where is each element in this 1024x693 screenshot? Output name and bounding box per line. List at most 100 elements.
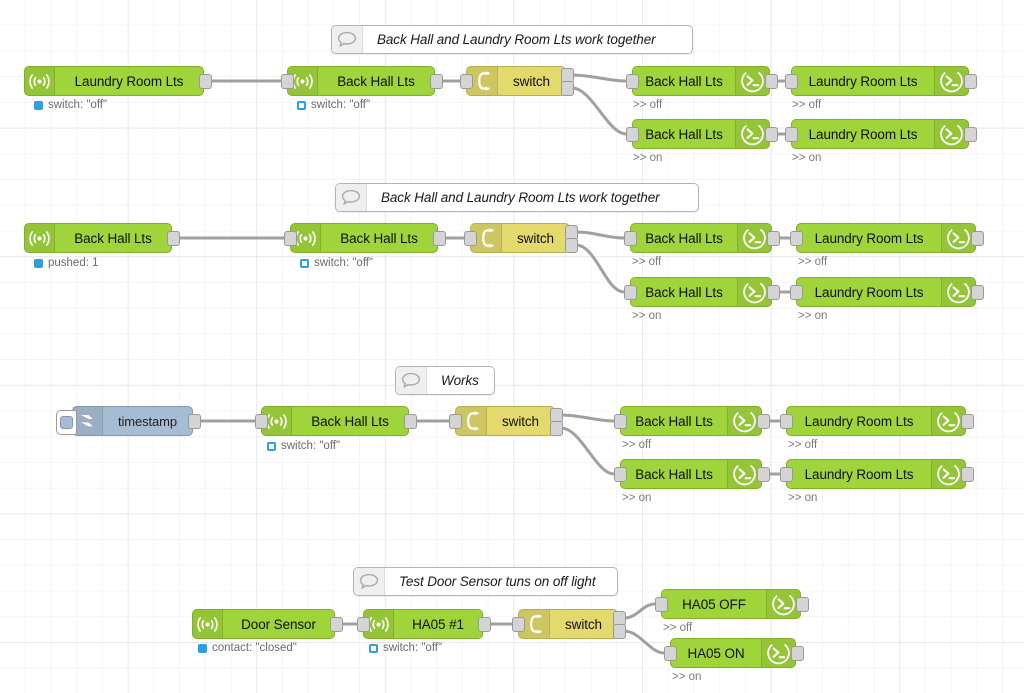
node-output-port[interactable] [791, 646, 804, 661]
node-switch-n17[interactable]: switch [455, 406, 555, 436]
node-output-port[interactable] [765, 127, 778, 142]
wire[interactable] [570, 86, 628, 136]
node-status-s6: contact: "closed" [198, 642, 297, 654]
node-input-port[interactable] [785, 127, 798, 142]
node-output-port[interactable] [767, 285, 780, 300]
terminal-icon [741, 122, 764, 146]
node-output-port[interactable] [757, 467, 770, 482]
wire[interactable] [559, 413, 616, 423]
node-exec-n7[interactable]: Laundry Room Lts [791, 119, 969, 149]
node-input-port[interactable] [790, 231, 803, 246]
terminal-icon [741, 69, 764, 93]
inject-button-icon[interactable] [56, 410, 77, 435]
comment-node-c3[interactable]: Works [395, 366, 495, 395]
wire[interactable] [574, 243, 626, 294]
node-output-port[interactable] [961, 467, 974, 482]
node-input-port[interactable] [614, 414, 627, 429]
wire[interactable] [570, 73, 628, 83]
node-output-port[interactable] [796, 597, 809, 612]
node-green-n2[interactable]: Back Hall Lts [287, 66, 435, 96]
node-label: HA05 OFF [682, 596, 746, 612]
node-inject-n15[interactable]: timestamp [56, 406, 193, 436]
node-input-port[interactable] [464, 231, 477, 246]
node-exec-n5[interactable]: Laundry Room Lts [791, 66, 969, 96]
node-exec-n11[interactable]: Back Hall Lts [630, 223, 772, 253]
node-output-port[interactable] [765, 74, 778, 89]
node-exec-n6[interactable]: Back Hall Lts [632, 119, 770, 149]
wire[interactable] [622, 629, 666, 655]
node-label: switch [565, 616, 602, 632]
wire[interactable] [574, 230, 626, 240]
node-output-port-2[interactable] [561, 81, 574, 96]
node-exec-n19[interactable]: Laundry Room Lts [786, 406, 966, 436]
node-output-port[interactable] [961, 414, 974, 429]
node-input-port[interactable] [281, 74, 294, 89]
node-output-port[interactable] [433, 231, 446, 246]
node-output-port-2[interactable] [550, 421, 563, 436]
node-output-port[interactable] [478, 617, 491, 632]
comment-node-c4[interactable]: Test Door Sensor tuns on off light [353, 567, 618, 596]
node-output-port[interactable] [188, 414, 201, 429]
port-label-p4: >> on [792, 152, 822, 164]
node-output-port[interactable] [971, 231, 984, 246]
switch-icon [477, 71, 490, 91]
node-exec-n4[interactable]: Back Hall Lts [632, 66, 770, 96]
node-input-port[interactable] [626, 74, 639, 89]
node-output-port[interactable] [404, 414, 417, 429]
node-input-port[interactable] [357, 617, 370, 632]
node-output-port-2[interactable] [565, 238, 578, 253]
node-switch-n10[interactable]: switch [470, 223, 570, 253]
node-output-port[interactable] [330, 617, 343, 632]
comment-bubble-icon [341, 189, 361, 205]
node-input-port[interactable] [790, 285, 803, 300]
wire[interactable] [622, 602, 657, 620]
node-output-port[interactable] [757, 414, 770, 429]
node-output-port[interactable] [767, 231, 780, 246]
comment-node-c1[interactable]: Back Hall and Laundry Room Lts work toge… [331, 25, 693, 54]
status-text: switch: "off" [281, 440, 341, 452]
node-input-port[interactable] [626, 127, 639, 142]
node-green-n8[interactable]: Back Hall Lts [24, 223, 172, 253]
node-switch-n3[interactable]: switch [466, 66, 566, 96]
status-indicator-icon [34, 258, 43, 268]
comment-node-c2[interactable]: Back Hall and Laundry Room Lts work toge… [335, 183, 699, 212]
node-green-n1[interactable]: Laundry Room Lts [24, 66, 204, 96]
node-exec-n25[interactable]: HA05 OFF [661, 589, 801, 619]
node-input-port[interactable] [449, 414, 462, 429]
node-output-port[interactable] [971, 285, 984, 300]
node-input-port[interactable] [624, 231, 637, 246]
node-green-n16[interactable]: Back Hall Lts [261, 406, 409, 436]
node-exec-n13[interactable]: Back Hall Lts [630, 277, 772, 307]
node-exec-n26[interactable]: HA05 ON [670, 638, 796, 668]
node-exec-n12[interactable]: Laundry Room Lts [796, 223, 976, 253]
wire[interactable] [559, 426, 616, 476]
node-exec-n20[interactable]: Back Hall Lts [620, 459, 762, 489]
node-exec-n21[interactable]: Laundry Room Lts [786, 459, 966, 489]
node-input-port[interactable] [512, 617, 525, 632]
node-input-port[interactable] [255, 414, 268, 429]
node-input-port[interactable] [614, 467, 627, 482]
node-output-port-2[interactable] [613, 624, 626, 639]
node-output-port[interactable] [167, 231, 180, 246]
node-switch-n24[interactable]: switch [518, 609, 618, 639]
node-output-port[interactable] [199, 74, 212, 89]
node-input-port[interactable] [780, 414, 793, 429]
node-output-port[interactable] [964, 127, 977, 142]
node-input-port[interactable] [785, 74, 798, 89]
node-input-port[interactable] [655, 597, 668, 612]
node-green-n9[interactable]: Back Hall Lts [290, 223, 438, 253]
node-input-port[interactable] [460, 74, 473, 89]
node-label: Back Hall Lts [635, 413, 713, 429]
node-green-n22[interactable]: Door Sensor [192, 609, 335, 639]
node-status-s2: switch: "off" [297, 99, 370, 111]
node-green-n23[interactable]: HA05 #1 [363, 609, 483, 639]
node-exec-n14[interactable]: Laundry Room Lts [796, 277, 976, 307]
node-output-port[interactable] [430, 74, 443, 89]
node-exec-n18[interactable]: Back Hall Lts [620, 406, 762, 436]
node-input-port[interactable] [780, 467, 793, 482]
node-input-port[interactable] [284, 231, 297, 246]
node-input-port[interactable] [664, 646, 677, 661]
node-output-port[interactable] [964, 74, 977, 89]
node-input-port[interactable] [624, 285, 637, 300]
